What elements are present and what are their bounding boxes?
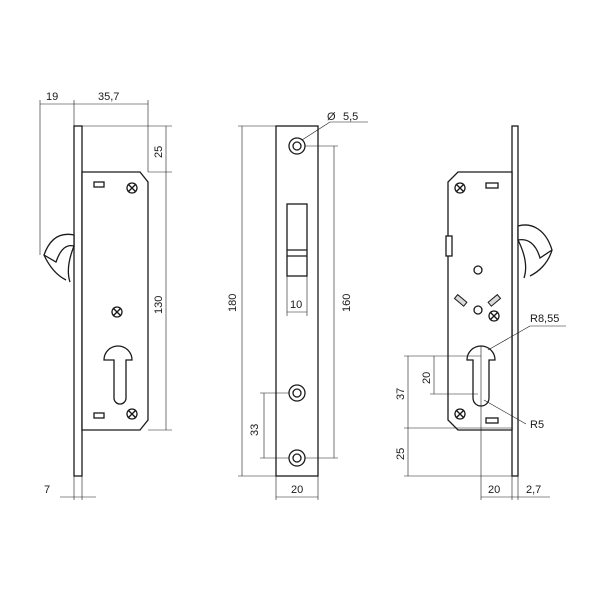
- left-screw-top: [126, 182, 138, 194]
- right-slot-bottom: [485, 417, 499, 424]
- dim-20-cyl: 20: [421, 372, 433, 384]
- dim-160: 160: [341, 294, 353, 312]
- right-pin-lower: [473, 305, 483, 315]
- left-slot-top: [93, 181, 105, 188]
- dim-25-bottom: 25: [395, 448, 407, 460]
- dim-20-front: 20: [291, 484, 303, 496]
- right-screw-bottom: [454, 408, 466, 420]
- right-case-body: [447, 171, 513, 431]
- dim-hole-symbol: Ø: [327, 111, 336, 123]
- dim-33: 33: [249, 424, 261, 436]
- left-screw-mid: [111, 306, 123, 318]
- dim-19: 19: [46, 91, 58, 103]
- left-cylinder-cutout: [103, 345, 133, 405]
- dim-r8-55: R8,55: [530, 313, 559, 325]
- front-faceplate: [275, 125, 319, 477]
- left-case-body: [81, 171, 149, 431]
- left-hook-bolt: [43, 233, 75, 263]
- right-screw-top: [454, 182, 466, 194]
- left-view: 19 35,7 25 130 7: [39, 91, 172, 500]
- right-pin: [473, 265, 483, 275]
- dim-2-7: 2,7: [526, 484, 541, 496]
- right-tab-left: [453, 293, 468, 307]
- dim-r5: R5: [530, 419, 544, 431]
- dim-25-top: 25: [153, 146, 165, 158]
- right-view: R8,55 R5 20 37 25 20 2,7: [395, 125, 566, 500]
- dim-180: 180: [227, 294, 239, 312]
- right-screw-mid: [488, 310, 500, 322]
- right-side-tab: [445, 235, 453, 257]
- right-slot-top: [485, 182, 499, 189]
- right-hook-bolt: [517, 224, 553, 260]
- dim-5-5: 5,5: [343, 111, 358, 123]
- left-faceplate: [73, 125, 83, 477]
- front-latch: [286, 203, 308, 277]
- left-screw-bottom: [126, 408, 138, 420]
- dim-37: 37: [395, 388, 407, 400]
- dim-7: 7: [44, 484, 50, 496]
- front-view: Ø 5,5 180 160 10 33 20: [227, 111, 368, 500]
- dim-10: 10: [290, 299, 302, 311]
- left-slot-bottom: [93, 412, 105, 419]
- dim-130: 130: [153, 296, 165, 314]
- dim-20-right: 20: [488, 484, 500, 496]
- right-tab-right: [487, 293, 502, 307]
- dim-35-7: 35,7: [98, 91, 119, 103]
- right-faceplate: [511, 125, 519, 477]
